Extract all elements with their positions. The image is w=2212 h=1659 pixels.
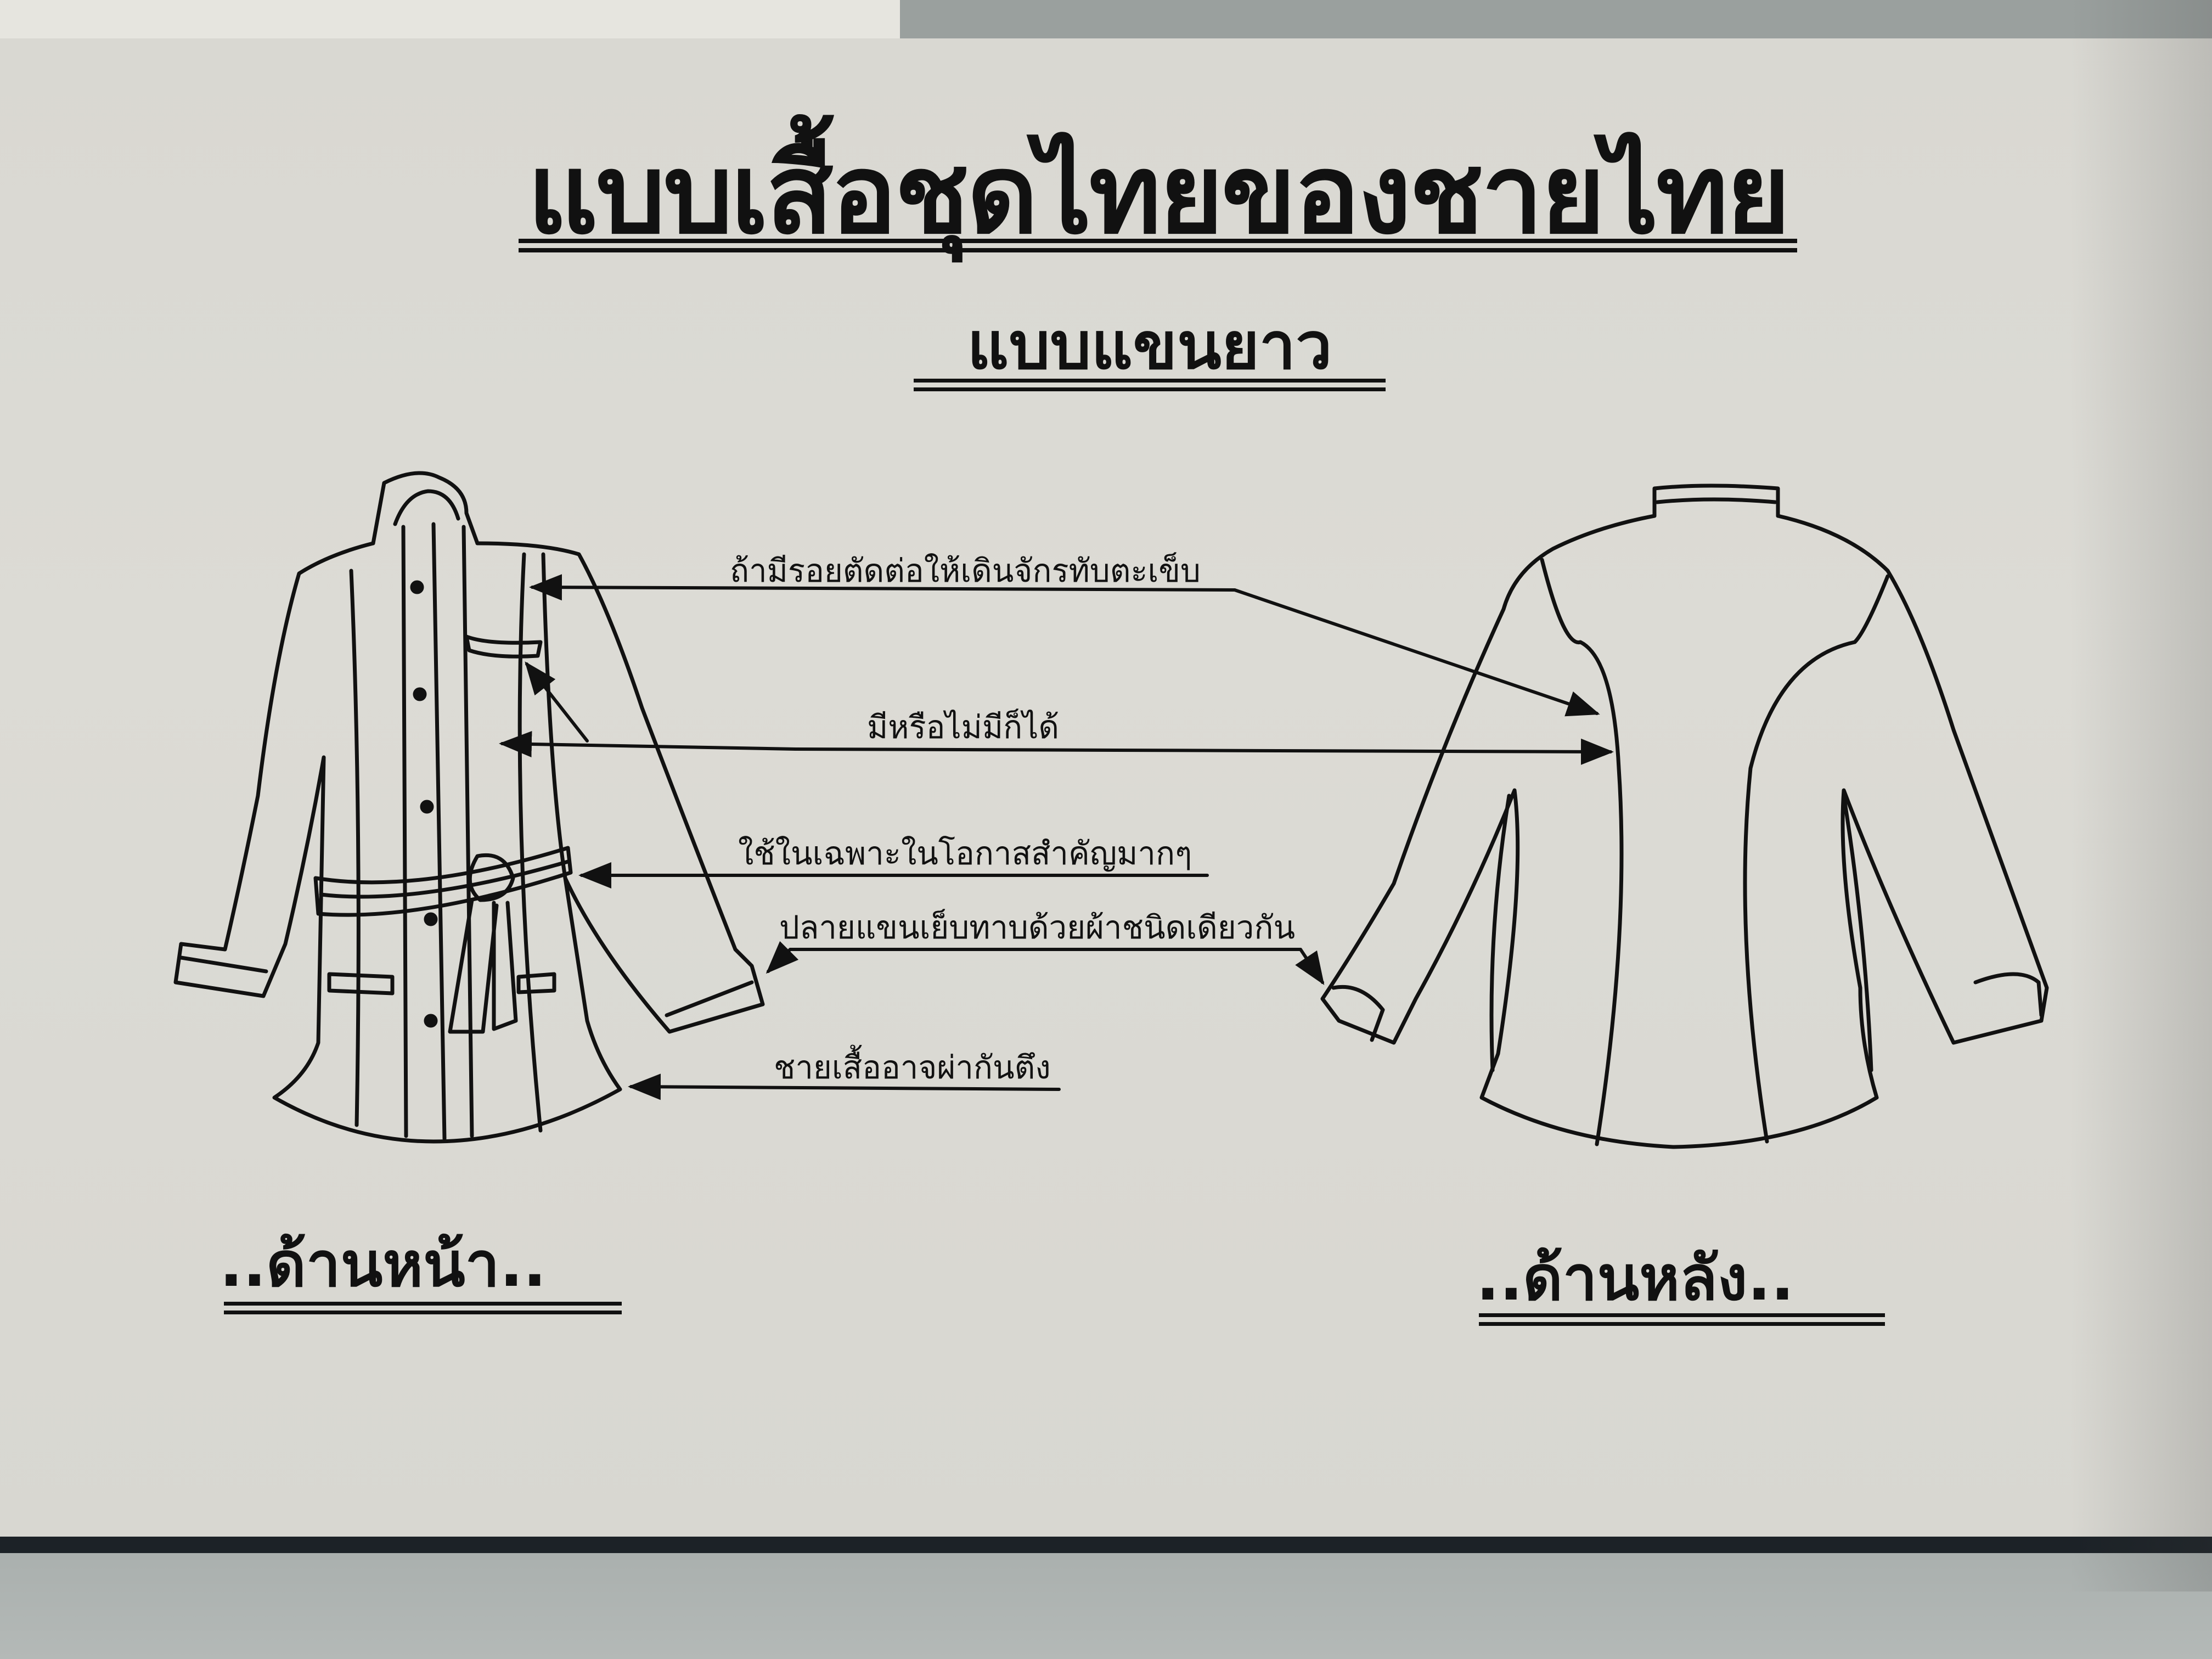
front-sash-tail-1 <box>448 898 499 1034</box>
back-cuff-right <box>1973 972 2044 1017</box>
subtitle-underline-2 <box>914 387 1386 391</box>
back-view-underline-1 <box>1479 1313 1885 1317</box>
front-view-label: ..ด้านหน้า.. <box>219 1229 547 1301</box>
arrow-hem <box>628 1073 1061 1100</box>
book-cover-edge <box>0 1537 2212 1553</box>
front-placket-left <box>401 525 408 1138</box>
back-side-right <box>1842 794 1873 1072</box>
front-view-underline-1 <box>224 1302 622 1306</box>
front-button-4 <box>424 912 438 926</box>
front-body-outline <box>173 541 765 1144</box>
front-seam-left <box>349 569 361 1127</box>
back-seam-left <box>1540 558 1624 1146</box>
title-underline-1 <box>519 239 1797 243</box>
back-collar <box>1652 483 1780 518</box>
back-jacket-drawing <box>1320 483 2049 1149</box>
arrow-optional-front <box>499 731 797 758</box>
front-sash-knot <box>468 853 515 902</box>
front-placket-edge <box>461 525 474 1138</box>
front-sash-tail-2 <box>492 901 518 1031</box>
front-pocket-left <box>327 972 395 996</box>
front-button-2 <box>413 687 427 701</box>
front-button-1 <box>410 580 424 594</box>
front-cuff-right-line <box>665 980 754 1017</box>
front-button-5 <box>424 1014 438 1028</box>
annotation-sash: ใช้ในเฉพาะในโอกาสสำคัญมากๆ <box>738 835 1192 872</box>
front-chest-pocket <box>464 634 543 659</box>
arrow-seam-back <box>1233 588 1600 717</box>
front-seam-right <box>517 552 543 1133</box>
subtitle-underline-1 <box>914 379 1386 383</box>
front-collar <box>371 471 480 545</box>
back-seam-right <box>1743 574 1890 1144</box>
page-subtitle: แบบแขนยาว <box>967 308 1332 384</box>
front-placket-right <box>431 522 447 1141</box>
annotation-hem: ชายเสื้ออาจผ่ากันตึง <box>774 1049 1051 1086</box>
page-title: แบบเสื้อชุดไทยของชายไทย <box>527 131 1791 258</box>
arrow-seam-front <box>529 574 1236 601</box>
front-button-3 <box>420 800 434 814</box>
arrow-cuff-front <box>766 941 799 974</box>
front-sash-fold <box>319 859 570 899</box>
back-body-outline <box>1320 514 2049 1149</box>
back-cuff-left <box>1331 985 1385 1042</box>
front-sash <box>313 846 573 917</box>
front-collar-inner <box>393 489 460 526</box>
page-shadow <box>2069 0 2212 1591</box>
arrow-optional-back <box>794 738 1614 765</box>
arrow-pocket <box>525 661 589 743</box>
back-view-underline-2 <box>1479 1322 1885 1326</box>
title-underline-2 <box>519 248 1797 252</box>
annotation-seam: ถ้ามีรอยตัดต่อให้เดินจักรทับตะเข็บ <box>730 552 1201 589</box>
arrow-cuff-back <box>1295 948 1325 985</box>
front-jacket-drawing <box>173 471 765 1144</box>
front-pocket-right <box>516 972 556 994</box>
desk-surface <box>0 1553 2212 1659</box>
annotation-cuff: ปลายแขนเย็บทาบด้วยผ้าชนิดเดียวกัน <box>779 909 1296 946</box>
back-side-left <box>1489 794 1511 1072</box>
annotation-arrows <box>499 574 1614 1100</box>
back-view-label: ..ด้านหลัง.. <box>1476 1243 1794 1314</box>
front-cuff-left-line <box>179 955 268 974</box>
back-collar-line <box>1655 497 1777 504</box>
front-seam-side <box>541 552 567 880</box>
front-view-underline-2 <box>224 1311 622 1314</box>
annotation-optional: มีหรือไม่มีก็ได้ <box>867 708 1060 746</box>
